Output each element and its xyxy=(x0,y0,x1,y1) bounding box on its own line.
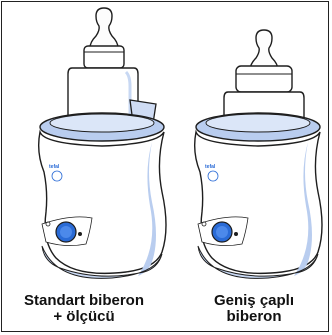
standard-bottle-caption-line2: + ölçücü xyxy=(4,309,164,325)
svg-text:tefal: tefal xyxy=(205,164,216,170)
bottle-warmer-illustration: tefal xyxy=(39,132,166,278)
svg-text:tefal: tefal xyxy=(49,164,60,170)
wide-bottle-caption-line1: Geniş çaplı xyxy=(190,293,318,309)
wide-bottle-caption: Geniş çaplı biberon xyxy=(190,293,318,325)
standard-bottle-caption: Standart biberon + ölçücü xyxy=(4,293,164,325)
right-warmer-set: tefal xyxy=(195,30,322,278)
bottle-warmers-illustration: tefal xyxy=(2,2,330,292)
wide-bottle-caption-line2: biberon xyxy=(190,309,318,325)
illustration-frame: tefal xyxy=(1,1,329,332)
standard-bottle-caption-line1: Standart biberon xyxy=(4,293,164,309)
wide-neck-bottle-illustration xyxy=(224,30,304,126)
bottle-warmer-illustration-right: tefal xyxy=(195,132,322,278)
left-warmer-set: tefal xyxy=(39,8,166,278)
standard-bottle-illustration xyxy=(68,8,138,126)
